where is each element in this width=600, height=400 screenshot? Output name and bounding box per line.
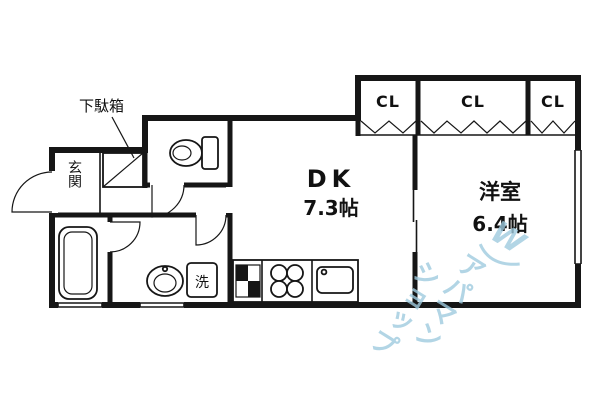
closet-door-symbol (360, 120, 417, 134)
shoe-cabinet-leader-line (111, 116, 135, 159)
opening-toilet (150, 181, 184, 189)
refrigerator-space-cell (236, 265, 248, 281)
bathroom-door-arc (109, 221, 141, 253)
dk-room-label: DK (307, 165, 356, 193)
western-room-label: 洋室 (479, 180, 521, 204)
western-room-size: 6.4帖 (472, 212, 527, 236)
entrance-door-arc (11, 171, 53, 213)
closet-label-2: CL (461, 92, 485, 111)
window-glyph (57, 302, 103, 308)
sliding-door-symbol (412, 190, 418, 252)
closet-label-1: CL (376, 92, 400, 111)
bathtub-icon (58, 226, 98, 300)
window-glyph (574, 149, 582, 265)
shoe-cabinet-diagonal (102, 152, 144, 188)
laundry-label: 洗 (195, 275, 209, 291)
window-east (574, 149, 582, 265)
toilet-bowl-inner (172, 145, 192, 161)
window-gap (140, 301, 184, 309)
toilet-tank (201, 136, 219, 170)
entrance-label: 玄関 (66, 159, 82, 189)
toilet-door-arc (151, 184, 185, 218)
closet-door-symbol (530, 120, 576, 134)
shoe-cabinet-label: 下駄箱 (79, 97, 124, 115)
plan-linework (11, 116, 582, 309)
labels: 下駄箱 玄関 DK 7.3帖 洋室 6.4帖 CL CL CL 洗 (66, 92, 565, 291)
window-gap (58, 301, 102, 309)
stove-burner-icon (286, 280, 304, 298)
closet-door-symbol (420, 120, 527, 134)
toilet-icon (169, 139, 203, 167)
window-south-1 (57, 301, 103, 309)
washbasin-inner (153, 273, 177, 293)
door-openings (46, 171, 419, 252)
window-glyph (139, 302, 185, 308)
watermark-logo-swoosh (478, 243, 520, 266)
kitchen-faucet (320, 268, 328, 276)
opening-bathroom (106, 222, 114, 252)
opening-washroom (196, 211, 226, 219)
refrigerator-space-cell (248, 281, 260, 297)
stove-burner-icon (286, 264, 304, 282)
washroom-door-arc (195, 214, 227, 246)
opening-hall-dk (226, 187, 234, 213)
kitchen-counter-dividers (261, 260, 313, 302)
opening-entrance (46, 171, 58, 213)
dk-room-size: 7.3帖 (303, 196, 358, 220)
stove-burner-icon (270, 264, 288, 282)
washbasin-faucet (161, 265, 169, 273)
window-south-2 (139, 301, 185, 309)
stove-burner-icon (270, 280, 288, 298)
laundry-pan-icon (186, 262, 218, 298)
bathtub-inner (63, 231, 93, 295)
closet-label-3: CL (541, 92, 565, 111)
window-gap (574, 150, 582, 264)
opening-dk-western-room (411, 190, 419, 252)
